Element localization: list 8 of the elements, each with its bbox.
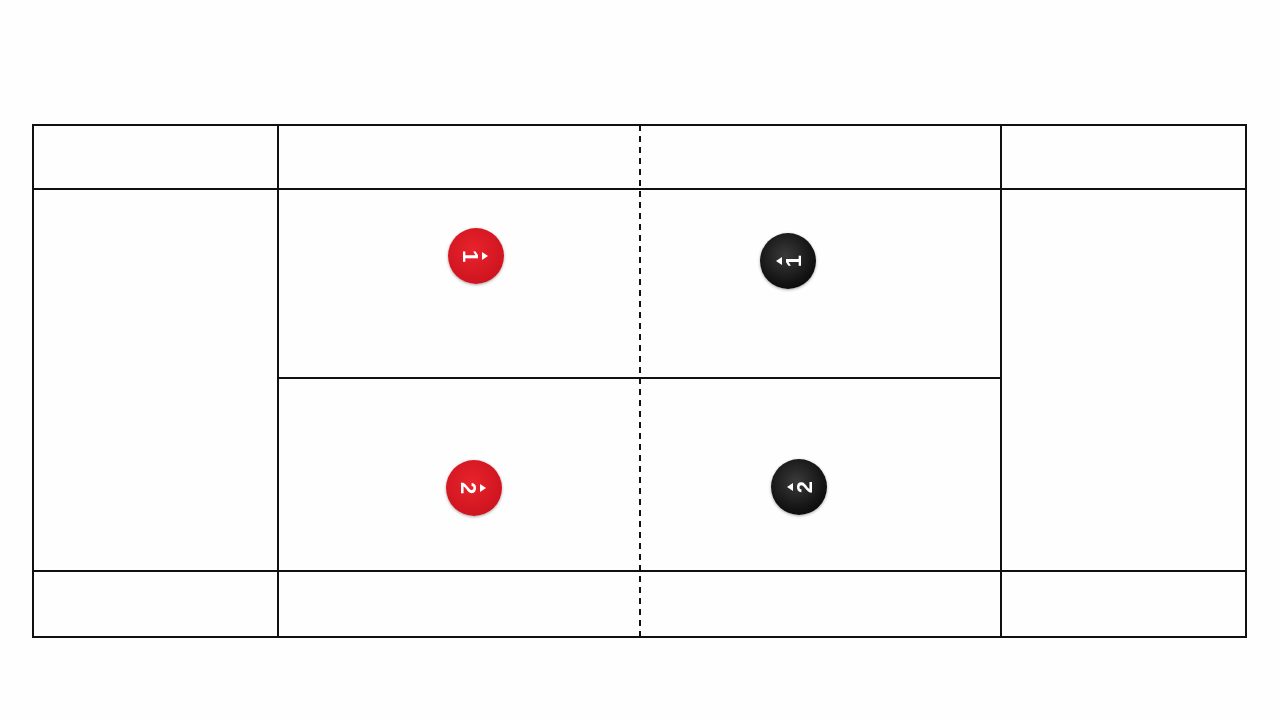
player-number: 1 xyxy=(783,254,805,268)
player-number: 2 xyxy=(794,480,816,494)
player-marker xyxy=(446,460,502,516)
player-marker xyxy=(448,228,504,284)
player-number: 2 xyxy=(457,481,479,495)
player-marker xyxy=(771,459,827,515)
player-number: 1 xyxy=(459,249,481,263)
player-marker xyxy=(760,233,816,289)
